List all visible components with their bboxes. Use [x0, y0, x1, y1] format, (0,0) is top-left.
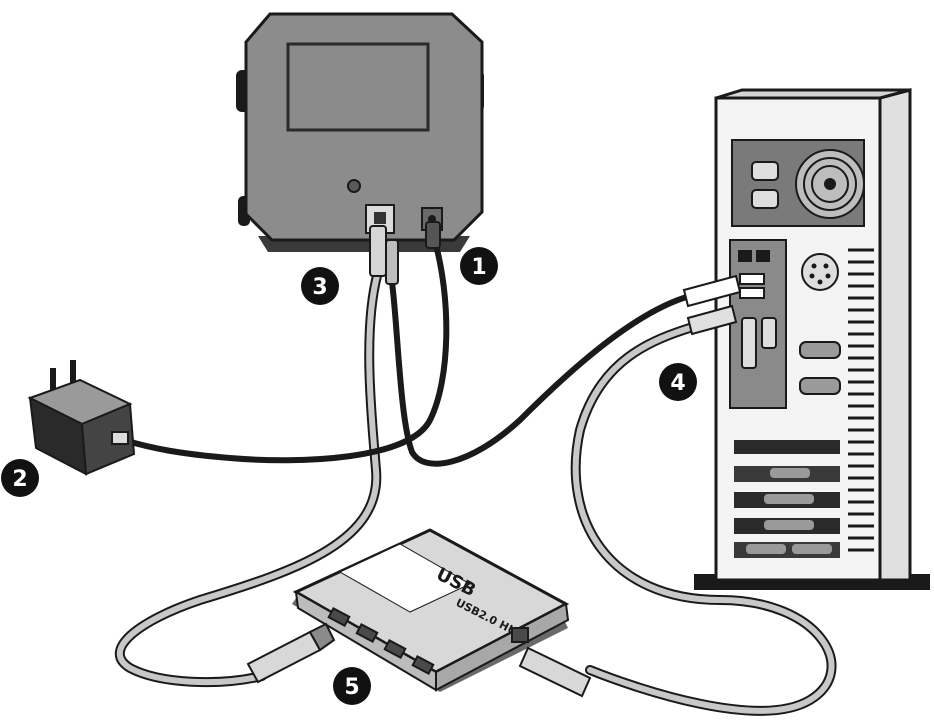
usb-hub: USB USB2.0 HUB [292, 528, 570, 692]
hub-port-1 [327, 607, 351, 627]
power-cable [121, 235, 450, 464]
callout-5: 5 [333, 667, 371, 705]
scanner-device [236, 12, 484, 252]
ps2-pin [825, 273, 831, 279]
vga-port-2 [799, 377, 841, 395]
ps2-pin [823, 263, 829, 269]
adapter-prong-right [70, 360, 76, 390]
callout-2-badge [1, 459, 39, 497]
psu-fan-ring [803, 157, 857, 211]
callout-3-badge [301, 267, 339, 305]
hub-plugs [246, 622, 592, 698]
scanner-screw [347, 179, 361, 193]
callout-1-badge [460, 247, 498, 285]
usb-plug-into-hub-right [518, 646, 592, 698]
hub-ports [327, 607, 435, 675]
io-port-2 [756, 250, 770, 262]
adapter-output-plug [111, 431, 129, 445]
signal-cable-scanner-to-computer [389, 279, 693, 467]
vent-slats [848, 248, 874, 552]
adapter-prong-left [50, 368, 56, 398]
callout-4: 4 [659, 363, 697, 401]
expansion-slot-2-connector [770, 468, 810, 478]
callout-5-label: 5 [344, 675, 359, 700]
psu-fan-hub [824, 178, 836, 190]
scanner-window [286, 42, 430, 132]
signal-plug-at-computer [682, 274, 742, 308]
usb-plug-into-hub-left [246, 630, 322, 684]
usb-plug-into-hub-left-tip [308, 622, 336, 652]
callout-3: 3 [301, 267, 339, 305]
tower-side [878, 88, 912, 582]
callout-5-badge [333, 667, 371, 705]
parallel-port [741, 317, 757, 369]
io-panel [729, 239, 787, 409]
expansion-slot-5-connector [746, 544, 786, 554]
ps2-pin [811, 263, 817, 269]
hub-right [435, 602, 570, 692]
psu-socket-top [751, 161, 779, 181]
signal-plug-at-scanner [385, 239, 399, 285]
ps2-pin [817, 279, 823, 285]
vga-port-1 [799, 341, 841, 359]
io-port-1 [738, 250, 752, 262]
computer-tower [694, 88, 930, 590]
usb-port-1 [739, 273, 765, 285]
callout-2-label: 2 [12, 467, 27, 492]
ps2-pin [809, 273, 815, 279]
cables [114, 235, 837, 716]
callout-2: 2 [1, 459, 39, 497]
scanner-connectors [369, 221, 441, 285]
callout-1-label: 1 [471, 255, 486, 280]
hub-port-4 [411, 655, 435, 675]
scanner-usb-port-inner [374, 212, 386, 224]
callout-1: 1 [460, 247, 498, 285]
expansion-slot-4-connector [764, 520, 814, 530]
expansion-slot-5-connector-b [792, 544, 832, 554]
hub-upstream-port [511, 627, 529, 643]
adapter-right-face [80, 402, 136, 476]
hub-port-3 [383, 639, 407, 659]
usb-plug-at-scanner [369, 225, 387, 277]
ps2-port-icon [801, 253, 839, 291]
expansion-slot-1 [734, 440, 840, 454]
expansion-slot-3-connector [764, 494, 814, 504]
callout-4-badge [659, 363, 697, 401]
psu-socket-bottom [751, 189, 779, 209]
hub-port-2 [355, 623, 379, 643]
power-plug-at-scanner [425, 221, 441, 249]
hub-label [338, 543, 472, 613]
callout-3-label: 3 [312, 275, 327, 300]
psu-fan-ring-inner [811, 165, 849, 203]
serial-port [761, 317, 777, 349]
power-adapter [27, 360, 136, 476]
computer-connectors [682, 274, 742, 336]
callout-4-label: 4 [670, 371, 685, 396]
usb-port-2 [739, 287, 765, 299]
usb-plug-at-computer [686, 304, 738, 336]
